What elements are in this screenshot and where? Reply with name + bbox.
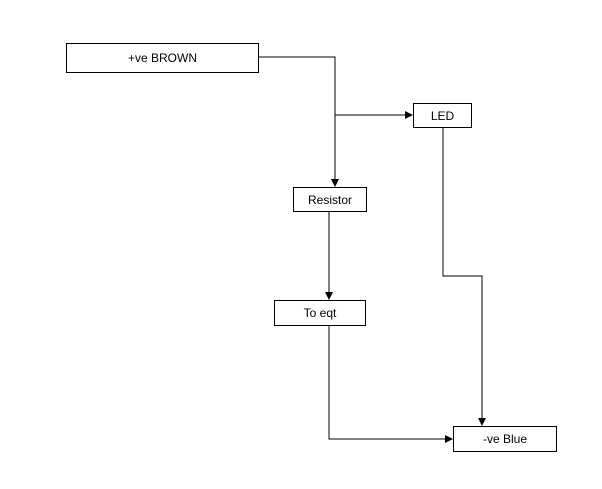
node-resistor: Resistor bbox=[293, 187, 367, 212]
node-resistor-label: Resistor bbox=[307, 192, 352, 207]
connector-toeqt-to-blue bbox=[328, 326, 453, 443]
node-led: LED bbox=[413, 103, 472, 128]
node-to-eqt: To eqt bbox=[274, 300, 366, 326]
node-to-eqt-label: To eqt bbox=[303, 306, 337, 320]
connector-led-to-blue bbox=[442, 128, 486, 426]
connector-brown-to-resistor bbox=[259, 56, 339, 187]
node-negative-blue: -ve Blue bbox=[453, 426, 557, 452]
node-positive-brown: +ve BROWN bbox=[66, 43, 259, 73]
node-led-label: LED bbox=[430, 108, 455, 123]
node-negative-blue-label: -ve Blue bbox=[482, 432, 528, 446]
node-positive-brown-label: +ve BROWN bbox=[127, 51, 197, 65]
